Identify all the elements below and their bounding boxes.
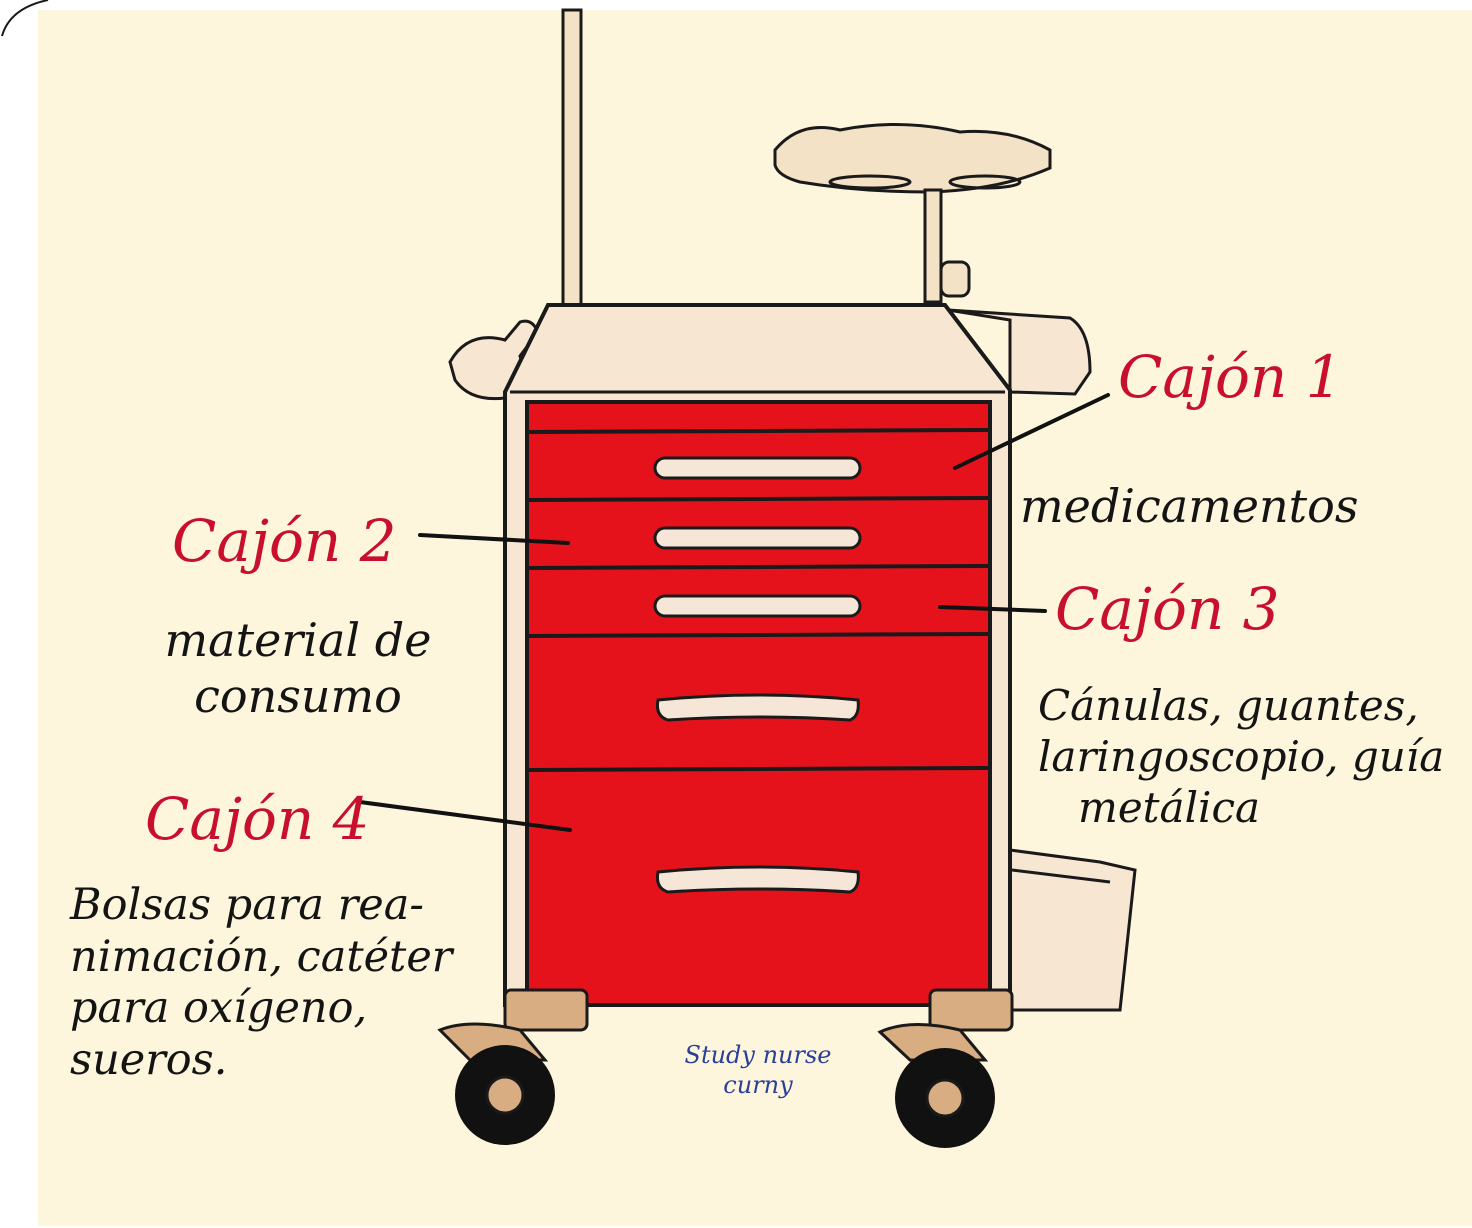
drawer-1-description: medicamentos (1020, 478, 1358, 534)
watermark-line: Study nurse (668, 1040, 848, 1070)
wheel-right (880, 990, 1012, 1148)
drawer-1-title: Cajón 1 (1118, 348, 1343, 406)
drawer-1-line: medicamentos (1020, 478, 1358, 534)
drawer-3-title: Cajón 3 (1055, 580, 1280, 638)
drawer-4-description: Bolsas para rea- nimación, catéter para … (70, 880, 452, 1086)
iv-pole (563, 10, 581, 308)
top-tray (775, 124, 1050, 302)
drawer-2-description: material de consumo (128, 612, 468, 724)
drawer-4-line: Bolsas para rea- (70, 880, 452, 932)
drawer-3-description: Cánulas, guantes, laringoscopio, guía me… (1038, 680, 1444, 834)
drawer-4-line: para oxígeno, (70, 983, 452, 1035)
watermark-line: curny (668, 1070, 848, 1100)
drawer-4-line: nimación, catéter (70, 932, 452, 984)
side-shelf (1000, 850, 1135, 1010)
wheel-left (440, 990, 587, 1145)
drawer-3-line: Cánulas, guantes, (1038, 680, 1444, 731)
drawer-3-line: laringoscopio, guía (1038, 731, 1444, 782)
drawer-4-line: sueros. (70, 1035, 452, 1087)
handle-5 (657, 867, 858, 892)
drawer-2-line: consumo (128, 668, 468, 724)
watermark-signature: Study nurse curny (668, 1040, 848, 1100)
handle-2 (655, 528, 860, 548)
drawer-2-line: material de (128, 612, 468, 668)
handle-1 (655, 458, 860, 478)
drawer-4-title: Cajón 4 (145, 790, 370, 848)
handle-3 (655, 596, 860, 616)
drawer-3-line: metálica (1038, 782, 1444, 833)
drawer-2-title: Cajón 2 (172, 512, 397, 570)
handle-4 (657, 695, 858, 720)
